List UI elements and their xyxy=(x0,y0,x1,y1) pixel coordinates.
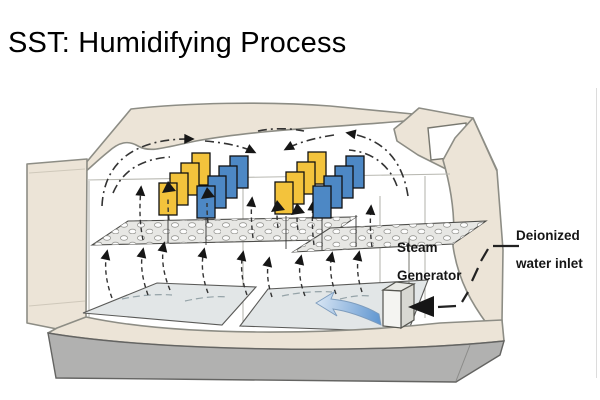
specimen-rack-left xyxy=(158,152,249,219)
svg-text:Deionized: Deionized xyxy=(516,228,580,243)
page-title: SST: Humidifying Process xyxy=(8,27,347,59)
svg-text:Steam: Steam xyxy=(397,240,438,255)
water-inlet-label: Deionized water inlet xyxy=(515,228,583,271)
steam-generator-label: Steam Generator xyxy=(397,240,462,283)
water-inlet-arrow xyxy=(408,244,519,317)
base-plinth xyxy=(47,332,505,383)
svg-text:Generator: Generator xyxy=(397,268,462,283)
water-surface-ripples xyxy=(121,291,371,302)
steam-flow-arrow xyxy=(315,290,382,326)
perforated-shelf-left xyxy=(90,216,358,246)
right-wall xyxy=(442,117,504,325)
chamber-lid xyxy=(84,102,414,173)
perforated-shelf-right xyxy=(290,220,488,253)
circulation-arrows xyxy=(101,127,409,207)
water-basin-left xyxy=(82,282,258,326)
specimen-hangers xyxy=(167,215,357,250)
specimen-rack-right xyxy=(274,151,365,219)
vapor-arrows-on-specimens xyxy=(162,181,305,231)
svg-text:water inlet: water inlet xyxy=(515,256,583,271)
steam-generator xyxy=(381,238,416,330)
vapor-flow-arrows xyxy=(100,185,376,299)
specimen-panel-blue xyxy=(312,185,332,219)
